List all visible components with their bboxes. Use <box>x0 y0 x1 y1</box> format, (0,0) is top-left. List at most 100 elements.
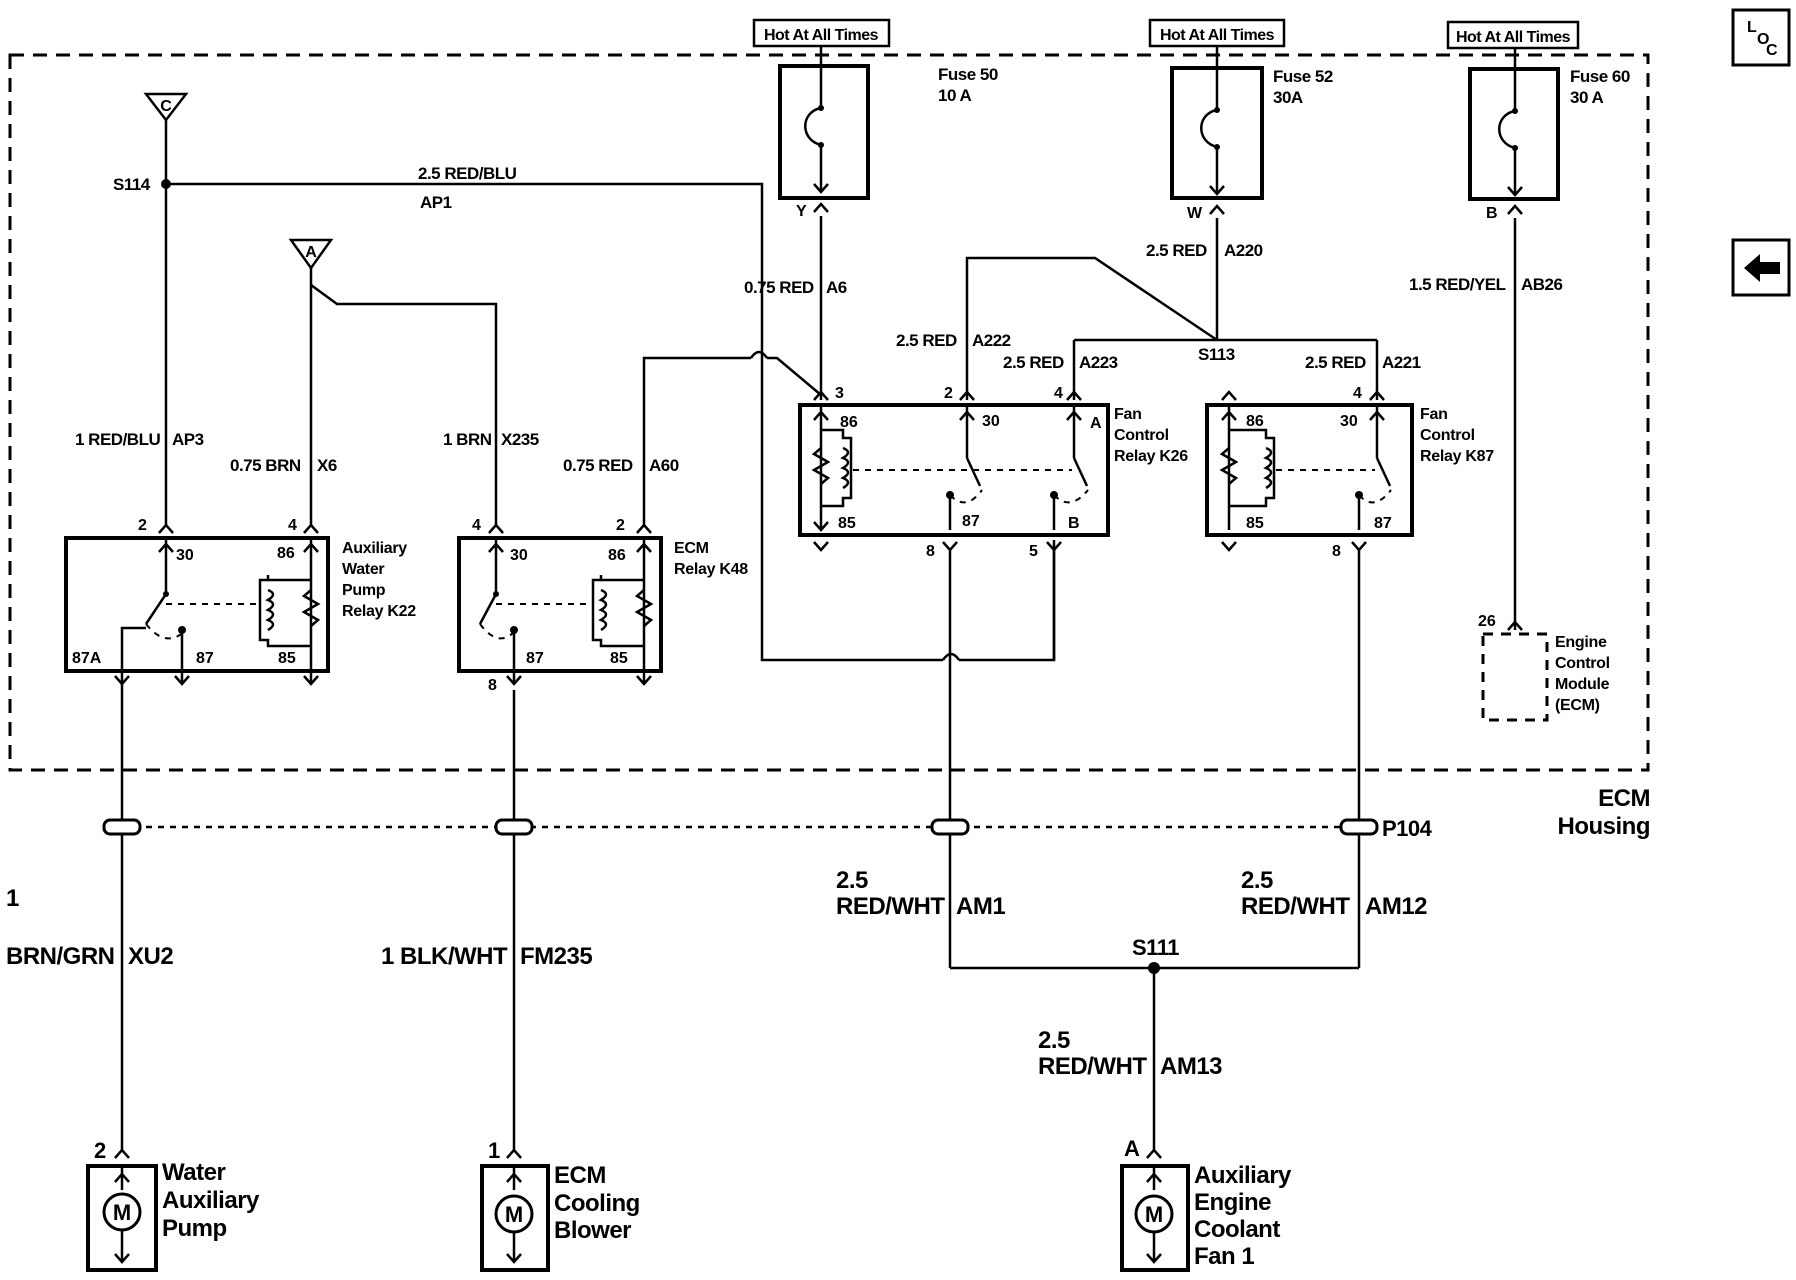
wire-a221: 2.5 RED <box>1305 353 1366 372</box>
fuse-60-name: Fuse 60 <box>1570 67 1630 86</box>
wire-a222-circuit: A222 <box>972 331 1011 350</box>
svg-text:30: 30 <box>176 547 194 564</box>
wire-am12-color: RED/WHT <box>1241 893 1350 920</box>
wire-a6-circuit: A6 <box>826 278 847 297</box>
svg-text:87: 87 <box>962 513 980 530</box>
wire-a223-circuit: A223 <box>1079 353 1118 372</box>
wire-ab26-circuit: AB26 <box>1521 275 1563 294</box>
ecm-housing-border <box>8 53 1650 772</box>
wire-am1-color: RED/WHT <box>836 893 945 920</box>
svg-text:Relay K48: Relay K48 <box>674 561 748 578</box>
wire-a223: 2.5 RED <box>1003 353 1064 372</box>
splice-s114: S114 <box>113 175 151 194</box>
fuse-52-name: Fuse 52 <box>1273 67 1333 86</box>
wire-am13-color: RED/WHT <box>1038 1053 1147 1080</box>
location-button[interactable]: L O C <box>1731 8 1791 67</box>
motor-water-auxiliary-pump: 2 M Water Auxiliary Pump <box>86 1138 261 1272</box>
loc-l: L <box>1747 19 1757 36</box>
svg-text:Blower: Blower <box>554 1217 631 1244</box>
wire-xu2-color: BRN/GRN <box>6 943 115 970</box>
svg-text:2: 2 <box>944 385 953 402</box>
svg-text:8: 8 <box>488 677 497 694</box>
wire-fm235-circuit: FM235 <box>520 943 592 970</box>
fuse-50-rating: 10 A <box>938 86 972 105</box>
wire-ap3-circuit: AP3 <box>172 430 204 449</box>
svg-text:Coolant: Coolant <box>1194 1216 1280 1243</box>
svg-text:Auxiliary: Auxiliary <box>162 1187 260 1214</box>
svg-text:Pump: Pump <box>162 1215 227 1242</box>
motor-ecm-cooling-blower: 1 M ECM Cooling Blower <box>480 1138 640 1272</box>
svg-text:86: 86 <box>608 547 626 564</box>
svg-text:Water: Water <box>162 1159 225 1186</box>
wire-am13-circuit: AM13 <box>1160 1053 1222 1080</box>
wire-a221-circuit: A221 <box>1382 353 1421 372</box>
svg-text:5: 5 <box>1029 543 1038 560</box>
splice-s111: S111 <box>1132 935 1179 960</box>
svg-text:Fan: Fan <box>1420 406 1448 423</box>
svg-text:8: 8 <box>926 543 935 560</box>
hot-label-2: Hot At All Times <box>1160 27 1275 44</box>
svg-text:8: 8 <box>1332 543 1341 560</box>
wire-a6: 0.75 RED <box>744 278 814 297</box>
svg-text:87: 87 <box>196 650 214 667</box>
svg-text:Control: Control <box>1420 427 1475 444</box>
fuse-50: Hot At All Times Fuse 50 10 A Y <box>752 18 998 220</box>
loc-o: O <box>1757 31 1769 48</box>
wire-fm235: 1 BLK/WHT <box>381 943 508 970</box>
fuse-60: Hot At All Times Fuse 60 30 A B <box>1446 20 1630 222</box>
svg-text:Auxiliary: Auxiliary <box>1194 1162 1292 1189</box>
svg-text:85: 85 <box>278 650 296 667</box>
svg-text:85: 85 <box>610 650 628 667</box>
back-button[interactable] <box>1731 238 1791 297</box>
relay-k87: 4 86 30 85 87 8 Fan Control Relay K87 <box>1205 385 1494 560</box>
back-arrow-icon <box>1744 254 1780 282</box>
loc-c: C <box>1766 42 1778 59</box>
svg-text:30: 30 <box>1340 413 1358 430</box>
wire-am1-circuit: AM1 <box>956 893 1005 920</box>
fuse-52-pin: W <box>1187 205 1203 222</box>
svg-text:Control: Control <box>1114 427 1169 444</box>
wire-a60-circuit: A60 <box>649 456 679 475</box>
svg-text:Water: Water <box>342 561 384 578</box>
wire-ap1-circuit: AP1 <box>420 193 452 212</box>
svg-text:30: 30 <box>982 413 1000 430</box>
ref-a-icon: A <box>288 238 334 271</box>
wire-xu2-size: 1 <box>6 885 19 912</box>
svg-text:86: 86 <box>840 414 858 431</box>
svg-text:A: A <box>305 244 317 261</box>
wire-ab26: 1.5 RED/YEL <box>1409 275 1506 294</box>
wire-am13-size: 2.5 <box>1038 1027 1070 1054</box>
svg-text:A: A <box>1124 1136 1140 1161</box>
fuse-60-pin: B <box>1486 205 1498 222</box>
svg-text:B: B <box>1068 515 1080 532</box>
svg-text:87A: 87A <box>72 650 102 667</box>
relay-k48: 4 2 30 86 87 85 8 ECM Relay K48 <box>457 517 748 694</box>
svg-text:Fan: Fan <box>1114 406 1142 423</box>
motor-auxiliary-engine-coolant-fan: A M Auxiliary Engine Coolant Fan 1 <box>1120 1136 1293 1272</box>
svg-text:4: 4 <box>1353 385 1362 402</box>
hot-label-1: Hot At All Times <box>764 27 879 44</box>
svg-text:(ECM): (ECM) <box>1555 697 1600 714</box>
relay-k26: 3 2 4 86 30 A 85 87 B 8 5 Fan Control <box>798 385 1188 560</box>
ref-c-icon: C <box>143 92 189 123</box>
svg-text:2: 2 <box>94 1138 106 1163</box>
fuse-52: Hot At All Times Fuse 52 30A W <box>1148 18 1333 222</box>
fuse-52-rating: 30A <box>1273 88 1303 107</box>
svg-text:C: C <box>160 98 172 115</box>
svg-text:Engine: Engine <box>1194 1189 1271 1216</box>
svg-text:87: 87 <box>526 650 544 667</box>
svg-text:Fan 1: Fan 1 <box>1194 1243 1254 1270</box>
svg-text:ECM: ECM <box>554 1162 606 1189</box>
wire-ap3: 1 RED/BLU <box>75 430 160 449</box>
svg-text:P104: P104 <box>1382 816 1433 841</box>
svg-text:A: A <box>1090 415 1102 432</box>
svg-text:87: 87 <box>1374 515 1392 532</box>
svg-text:86: 86 <box>277 545 295 562</box>
svg-text:Cooling: Cooling <box>554 1190 640 1217</box>
svg-text:30: 30 <box>510 547 528 564</box>
wire-a222: 2.5 RED <box>896 331 957 350</box>
fuse-60-rating: 30 A <box>1570 88 1604 107</box>
motor-icon: M <box>113 1200 131 1225</box>
connector-p104: P104 <box>102 816 1433 841</box>
